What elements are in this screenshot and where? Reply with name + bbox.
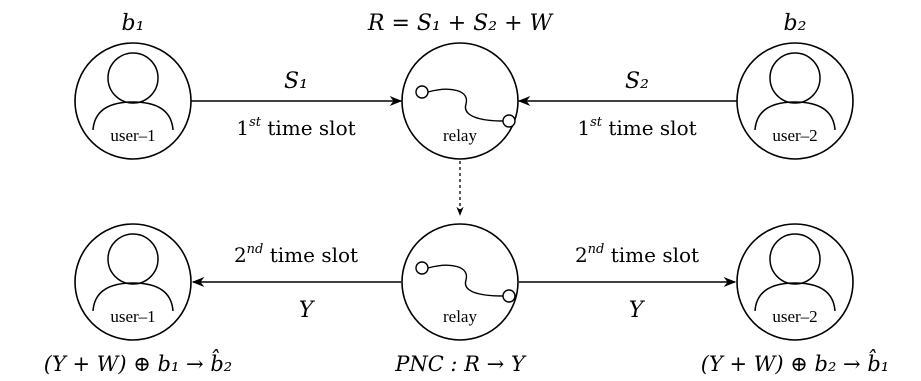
user2-bottom-node: user–2 [736, 223, 854, 341]
relay-pnc-equation: PNC : R → Y [394, 352, 527, 376]
edge-relay-user1-slot-label: 2nd time slot [234, 242, 358, 267]
relay-top-node: relay [401, 42, 519, 160]
user2-bottom-label: user–2 [772, 307, 817, 326]
edge-user2-slot-label: 1st time slot [577, 115, 696, 140]
edge-relay-user2-signal: Y [629, 298, 646, 323]
user1-bottom-node: user–1 [74, 223, 192, 341]
user1-bit-label: b₁ [122, 11, 145, 36]
edge-user1-signal: S₁ [284, 69, 308, 94]
relay-bottom-label: relay [443, 307, 477, 326]
user1-bottom-label: user–1 [110, 307, 155, 326]
edge-relay-user2-slot-label: 2nd time slot [575, 242, 699, 267]
user1-top-label: user–1 [110, 126, 155, 145]
relay-top-label: relay [443, 126, 477, 145]
user2-top-node: user–2 [736, 42, 854, 160]
user2-decode-equation: (Y + W) ⊕ b₂ → b̂₁ [701, 349, 889, 376]
relay-bottom-node: relay [401, 223, 519, 341]
user1-top-node: user–1 [74, 42, 192, 160]
user-icon [754, 52, 836, 131]
edge-user1-slot-label: 1st time slot [236, 115, 355, 140]
relay-wire-icon [415, 261, 516, 303]
user2-bit-label: b₂ [784, 11, 807, 36]
edge-relay-user1-signal: Y [299, 298, 316, 323]
user-icon [754, 233, 836, 312]
user-icon [92, 233, 174, 312]
relay-received-equation: R = S₁ + S₂ + W [367, 11, 555, 36]
user2-top-label: user–2 [772, 126, 817, 145]
relay-wire-icon [415, 85, 516, 128]
user1-decode-equation: (Y + W) ⊕ b₁ → b̂₂ [44, 349, 232, 376]
user-icon [92, 52, 174, 131]
edge-user2-signal: S₂ [625, 69, 649, 94]
